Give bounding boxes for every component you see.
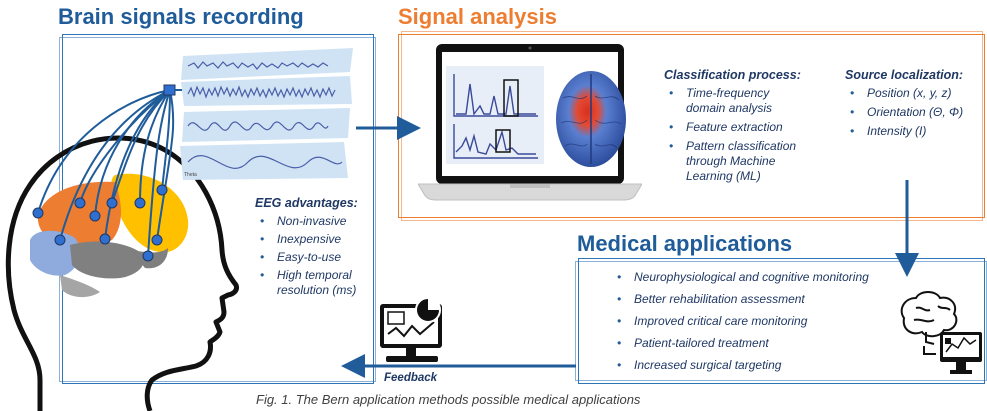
list-item: Non-invasive [255,214,373,229]
eeg-traces-graphic: Theta [180,48,353,180]
classification-title: Classification process: [664,68,801,82]
list-item: Intensity (I) [845,124,983,139]
feedback-label: Feedback [384,372,438,384]
eeg-advantages-title: EEG advantages: [255,196,358,210]
list-item: Orientation (Θ, Φ) [845,105,983,120]
list-item: Patient-tailored treatment [612,336,912,351]
figure-caption: Fig. 1. The Bern application methods pos… [256,392,641,407]
head-profile-icon [5,135,239,411]
eeg-advantages: EEG advantages: Non-invasive Inexpensive… [255,196,373,298]
brain-heatmap-icon [556,71,626,167]
brain-monitor-icon [900,291,982,374]
electrode-wires [32,84,185,262]
brain-icon [30,173,189,298]
list-item: Feature extraction [664,120,834,135]
list-item: Pattern classification through Machine L… [664,139,816,184]
spectrum-plots-graphic [446,66,544,164]
medical-panel [578,258,985,384]
medical-applications-list: Neurophysiological and cognitive monitor… [612,270,912,373]
medical-title: Medical applications [577,231,793,256]
list-item: Neurophysiological and cognitive monitor… [612,270,912,285]
source-localization-title: Source localization: [845,68,964,82]
list-item: Position (x, y, z) [845,86,983,101]
list-item: Improved critical care monitoring [612,314,912,329]
list-item: Increased surgical targeting [612,358,912,373]
svg-text:Theta: Theta [184,172,197,178]
recording-title: Brain signals recording [58,4,304,29]
analysis-title: Signal analysis [398,4,557,29]
list-item: Time-frequency domain analysis [664,86,806,116]
monitor-report-icon [380,297,442,362]
list-item: Inexpensive [255,232,373,247]
list-item: Better rehabilitation assessment [612,292,912,307]
classification-process: Classification process: Time-frequency d… [664,68,834,184]
list-item: Easy-to-use [255,250,373,265]
list-item: High temporal resolution (ms) [255,268,373,298]
source-localization: Source localization: Position (x, y, z) … [845,68,983,139]
